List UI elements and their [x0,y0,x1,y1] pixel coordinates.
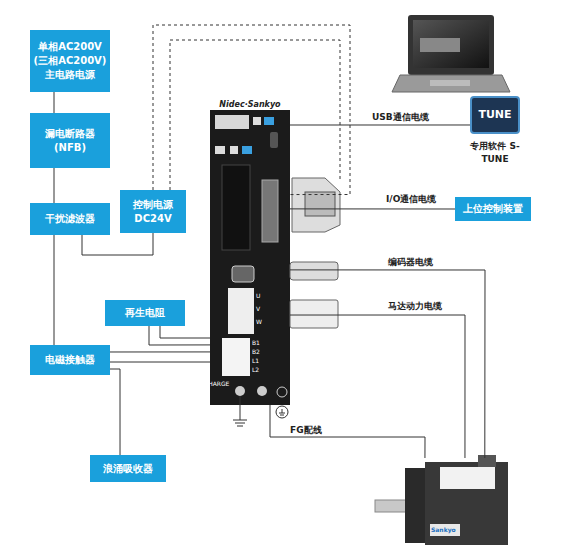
motor-shaft [375,500,407,512]
cable-label: I/O通信电缆 [386,193,436,206]
terminal-label: W [256,318,262,325]
drive-panel [222,165,250,250]
node-text: 专用软件 S-TUNE [465,140,525,165]
motor-connector [478,455,496,467]
drive-button [242,146,252,154]
drive-button [264,117,274,125]
wire [160,326,210,338]
node-text: 漏电断路器 (NFB) [34,127,106,155]
cable-connector [290,270,485,458]
power-terminal [222,338,250,376]
cable-label: 马达动力电缆 [388,300,442,313]
motor-nameplate [440,467,495,489]
motor-terminal [228,288,254,334]
ground-symbol [233,396,247,426]
software-logo: TUNE专用软件 S-TUNE [470,96,520,134]
host-controller-box: 上位控制装置 [455,197,531,221]
drive-display [215,115,249,129]
node-text: 电磁接触器 [45,353,95,367]
regen-resistor-box: 再生电阻 [105,300,185,326]
node-text: TUNE [472,108,518,121]
node-text: 单相AC200V (三相AC200V) 主电路电源 [34,40,107,82]
laptop-screen-frame [408,15,494,75]
terminal-label: CHARGE [204,380,229,387]
node-text: Sankyo [431,526,456,533]
drive-button [215,146,225,154]
cable-connector [110,369,120,455]
ground-symbol [276,406,288,418]
surge-absorber-box: 浪涌吸收器 [90,455,166,482]
power-source-box: 单相AC200V (三相AC200V) 主电路电源 [30,30,110,92]
node-text: 浪涌吸收器 [103,462,153,476]
filter-box: 干扰滤波器 [30,203,110,235]
cable-connector [290,208,455,209]
control-power-box: 控制电源 DC24V [120,190,186,233]
cable-label: FG配线 [290,424,322,437]
io-plug-shell [305,192,335,216]
cable-connector [149,326,210,345]
usb-port [270,132,278,148]
cable-connector [270,405,425,458]
io-connector-port [262,180,278,242]
terminal-label: B2 [252,348,260,355]
contactor-box: 电磁接触器 [30,345,110,375]
screw-terminal [257,386,267,396]
laptop-base [392,75,510,92]
cable-connector [290,124,470,125]
motor-label [430,524,460,536]
motor-body [425,462,508,545]
cable-connector [82,233,153,255]
servo-drive-body [210,110,290,405]
ground-mark [277,387,287,397]
cable-connector [54,168,55,203]
cable-label: 编码器电缆 [388,256,433,269]
cable-connector [153,25,350,195]
terminal-label: L1 [252,357,259,364]
drive-button [230,146,238,154]
node-text: 再生电阻 [125,306,165,320]
laptop-screen [413,20,489,68]
terminal-label: V [256,305,260,312]
encoder-plug [290,262,338,280]
terminal-label: U [256,292,260,299]
screen-image [420,38,460,52]
ground-symbol [279,409,285,415]
node-text: 控制电源 DC24V [124,198,182,226]
servo-motor: Sankyo [405,458,510,545]
laptop-keyboard [430,80,470,86]
power-plug [290,300,338,328]
servo-drive: Nidec·Sankyo [210,100,290,405]
node-text: 上位控制装置 [463,202,523,216]
cable-label: USB通信电缆 [372,111,429,124]
cable-connector [110,351,210,352]
terminal-label: B1 [252,339,260,346]
wire [110,362,210,363]
node-text: Nidec·Sankyo [210,100,290,109]
node-text: 干扰滤波器 [45,212,95,226]
encoder-port [232,266,254,282]
cable-connector [54,92,55,113]
terminal-label: L2 [252,366,259,373]
io-plug [292,178,340,232]
motor-flange [405,468,427,543]
drive-button [253,117,261,125]
cable-connector [54,235,55,345]
breaker-box: 漏电断路器 (NFB) [30,113,110,168]
screw-terminal [235,386,245,396]
